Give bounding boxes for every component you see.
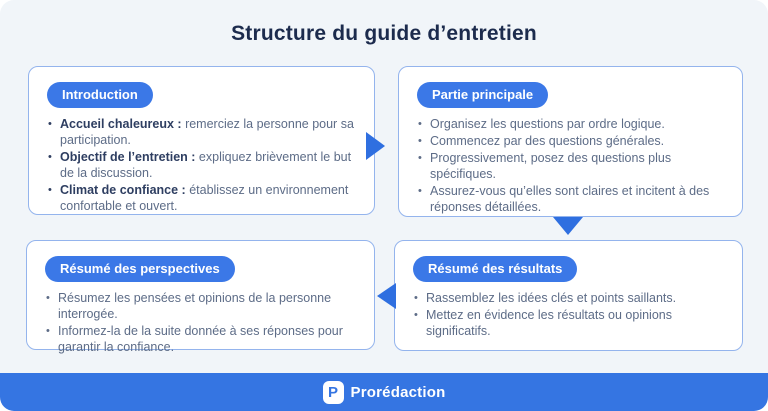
list-item: Informez-la de la suite donnée à ses rép… bbox=[45, 323, 358, 355]
badge-resume-perspectives: Résumé des perspectives bbox=[45, 256, 235, 282]
resume-perspectives-list: Résumez les pensées et opinions de la pe… bbox=[45, 290, 358, 355]
arrow-left-icon bbox=[377, 283, 396, 309]
item-lead: Objectif de l’entretien : bbox=[60, 150, 199, 164]
brand-name: Prorédaction bbox=[350, 383, 446, 401]
arrow-right-icon bbox=[366, 132, 385, 160]
resume-resultats-list: Rassemblez les idées clés et points sail… bbox=[413, 290, 726, 339]
list-item: Assurez-vous qu’elles sont claires et in… bbox=[417, 183, 726, 215]
footer-brand-bar: P Prorédaction bbox=[0, 373, 768, 411]
list-item: Rassemblez les idées clés et points sail… bbox=[413, 290, 726, 306]
list-item: Organisez les questions par ordre logiqu… bbox=[417, 116, 726, 132]
list-item: Accueil chaleureux : remerciez la person… bbox=[47, 116, 358, 148]
list-item: Objectif de l’entretien : expliquez briè… bbox=[47, 149, 358, 181]
box-partie-principale: Partie principale Organisez les question… bbox=[398, 66, 743, 217]
list-item: Résumez les pensées et opinions de la pe… bbox=[45, 290, 358, 322]
logo-letter: P bbox=[328, 383, 339, 401]
list-item: Mettez en évidence les résultats ou opin… bbox=[413, 307, 726, 339]
list-item: Progressivement, posez des questions plu… bbox=[417, 150, 726, 182]
page-title: Structure du guide d’entretien bbox=[231, 22, 537, 45]
partie-principale-list: Organisez les questions par ordre logiqu… bbox=[417, 116, 726, 215]
p-monogram-icon: P bbox=[322, 380, 344, 404]
box-resume-perspectives: Résumé des perspectives Résumez les pens… bbox=[26, 240, 375, 354]
item-lead: Climat de confiance : bbox=[60, 183, 190, 197]
badge-introduction: Introduction bbox=[47, 82, 153, 108]
arrow-down-icon bbox=[553, 217, 583, 235]
introduction-list: Accueil chaleureux : remerciez la person… bbox=[47, 116, 358, 214]
list-item: Commencez par des questions générales. bbox=[417, 133, 726, 149]
badge-partie-principale: Partie principale bbox=[417, 82, 549, 108]
badge-resume-resultats: Résumé des résultats bbox=[413, 256, 578, 282]
box-resume-resultats: Résumé des résultats Rassemblez les idée… bbox=[394, 240, 743, 351]
box-introduction: Introduction Accueil chaleureux : remerc… bbox=[28, 66, 375, 215]
list-item: Climat de confiance : établissez un envi… bbox=[47, 182, 358, 214]
item-lead: Accueil chaleureux : bbox=[60, 117, 186, 131]
